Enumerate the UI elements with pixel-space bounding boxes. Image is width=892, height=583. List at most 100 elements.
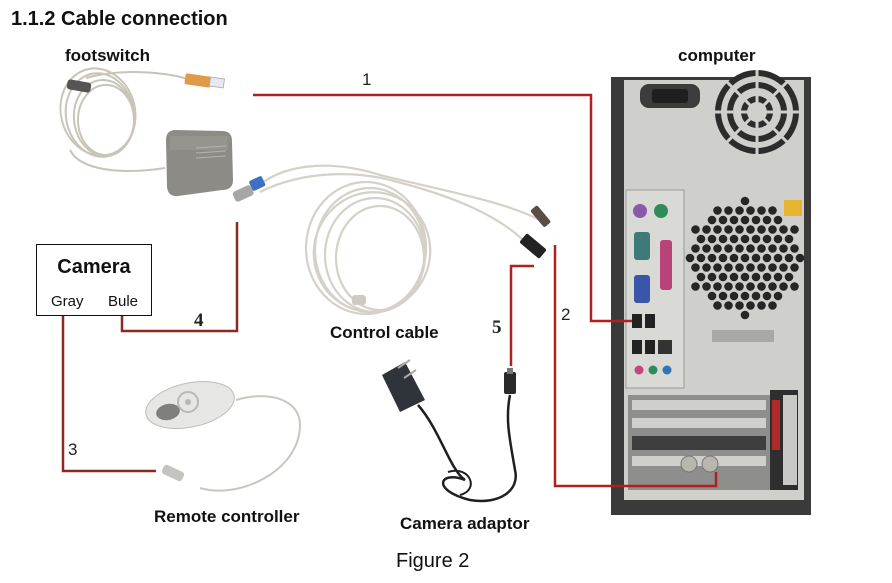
connection-number-1: 1 <box>362 70 372 89</box>
grille-hole <box>718 234 728 244</box>
grille-hole <box>718 272 728 282</box>
grille-hole <box>740 272 750 282</box>
grille-hole <box>746 225 755 234</box>
grille-hole <box>762 253 772 263</box>
camera-adaptor-device <box>382 359 518 503</box>
label-remote-controller: Remote controller <box>154 507 300 526</box>
grille-hole <box>702 244 711 253</box>
grille-hole <box>762 272 772 282</box>
grille-hole <box>691 263 700 272</box>
grille-hole <box>702 225 711 234</box>
grille-hole <box>773 215 783 225</box>
grille-hole <box>724 244 733 253</box>
grille-hole <box>762 291 772 301</box>
section-heading: 1.1.2 Cable connection <box>11 8 228 30</box>
grille-hole <box>707 291 717 301</box>
footswitch-device <box>59 67 233 197</box>
camera-port-gray: Gray <box>51 293 84 310</box>
grille-hole <box>784 253 794 263</box>
camera-title: Camera <box>57 256 131 278</box>
grille-hole <box>718 253 728 263</box>
grille-hole <box>729 291 739 301</box>
connection-line-5 <box>509 264 534 366</box>
grille-hole <box>729 253 739 263</box>
grille-hole <box>691 244 700 253</box>
grille-hole <box>713 244 722 253</box>
label-footswitch: footswitch <box>65 46 150 65</box>
grille-hole <box>757 263 766 272</box>
grille-hole <box>773 272 783 282</box>
grille-hole <box>757 244 766 253</box>
grille-hole <box>768 282 777 291</box>
grille-hole <box>768 225 777 234</box>
connection-lines <box>61 93 718 488</box>
case-fan-grille <box>685 196 805 320</box>
grille-hole <box>735 301 744 310</box>
grille-hole <box>696 272 706 282</box>
connection-number-4: 4 <box>194 310 204 331</box>
grille-hole <box>729 234 739 244</box>
grille-hole <box>713 282 722 291</box>
grille-hole <box>773 253 783 263</box>
grille-hole <box>746 282 755 291</box>
connection-line-4 <box>120 222 239 333</box>
grille-hole <box>768 263 777 272</box>
grille-hole <box>740 196 750 206</box>
grille-hole <box>707 234 717 244</box>
grille-hole <box>691 282 700 291</box>
connection-line-2 <box>553 245 718 488</box>
grille-hole <box>784 234 794 244</box>
figure-caption: Figure 2 <box>396 550 470 572</box>
grille-hole <box>790 263 799 272</box>
grille-hole <box>762 234 772 244</box>
grille-hole <box>735 282 744 291</box>
grille-hole <box>757 206 766 215</box>
connection-number-3: 3 <box>68 440 78 459</box>
grille-hole <box>713 225 722 234</box>
grille-hole <box>713 206 722 215</box>
grille-hole <box>795 253 805 263</box>
connection-line-3 <box>61 316 156 473</box>
grille-hole <box>768 244 777 253</box>
label-control-cable: Control cable <box>330 323 439 342</box>
grille-hole <box>751 272 761 282</box>
camera-box: Camera Gray Bule <box>36 244 152 316</box>
grille-hole <box>691 225 700 234</box>
grille-hole <box>729 272 739 282</box>
grille-hole <box>751 234 761 244</box>
grille-hole <box>707 272 717 282</box>
grille-hole <box>790 225 799 234</box>
grille-hole <box>713 301 722 310</box>
grille-hole <box>779 282 788 291</box>
grille-hole <box>746 263 755 272</box>
grille-hole <box>696 253 706 263</box>
grille-hole <box>757 301 766 310</box>
grille-hole <box>751 215 761 225</box>
grille-hole <box>751 253 761 263</box>
grille-hole <box>768 301 777 310</box>
grille-hole <box>735 263 744 272</box>
connection-number-5: 5 <box>492 317 502 338</box>
grille-hole <box>735 244 744 253</box>
grille-hole <box>740 215 750 225</box>
grille-hole <box>762 215 772 225</box>
remote-controller-device <box>145 381 302 492</box>
grille-hole <box>724 263 733 272</box>
grille-hole <box>724 206 733 215</box>
connection-number-2: 2 <box>561 305 571 324</box>
grille-hole <box>779 244 788 253</box>
grille-hole <box>718 215 728 225</box>
grille-hole <box>685 253 695 263</box>
label-computer: computer <box>678 46 756 65</box>
grille-hole <box>751 291 761 301</box>
grille-hole <box>779 225 788 234</box>
grille-hole <box>746 206 755 215</box>
camera-port-bule: Bule <box>108 293 139 310</box>
grille-hole <box>713 263 722 272</box>
grille-hole <box>724 282 733 291</box>
grille-hole <box>707 215 717 225</box>
grille-hole <box>790 282 799 291</box>
grille-hole <box>702 282 711 291</box>
grille-hole <box>707 253 717 263</box>
